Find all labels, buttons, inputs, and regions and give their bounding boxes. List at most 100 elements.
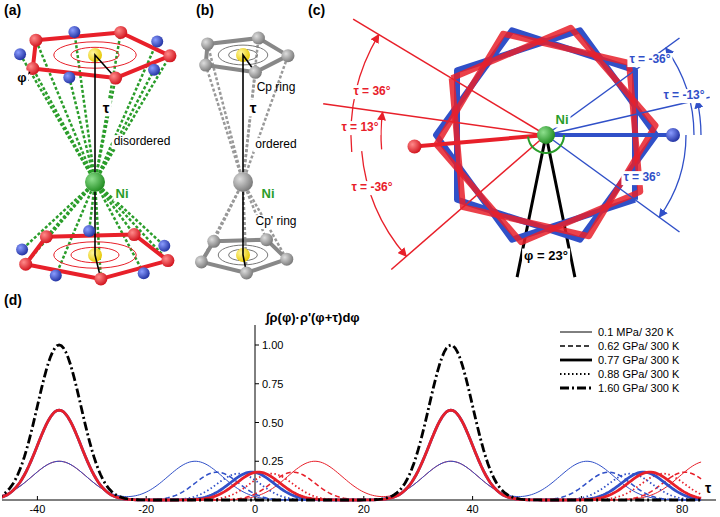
overlap-curve: [2, 461, 701, 500]
carbon-atom: [240, 266, 253, 279]
metal-ring-bond: [95, 56, 170, 182]
reference-atom: [408, 140, 422, 154]
metal-ring-bond: [69, 78, 95, 182]
phi-wedge: [517, 135, 575, 277]
torsion-ray: [415, 135, 546, 147]
metal-ring-bond: [95, 70, 154, 182]
carbon-atom: [207, 235, 220, 248]
torsion-ray: [323, 104, 546, 135]
atom-label: Ni: [260, 187, 277, 202]
tick-label: 40: [466, 503, 478, 516]
legend-line-sample: [560, 359, 592, 362]
carbon-atom-alt: [138, 267, 150, 279]
metal-ring-bond: [243, 72, 255, 182]
panel-letter: (d): [4, 292, 22, 308]
carbon-atom: [260, 233, 273, 246]
tick-label: 0: [252, 503, 258, 516]
torsion-ray: [546, 135, 679, 232]
torsion-frame: [243, 55, 255, 273]
cp-ring-outline: [33, 32, 170, 78]
torsion-value: τ = -13°: [661, 89, 706, 103]
panel-letter: (a): [4, 2, 21, 18]
carbon-atom-alt: [14, 48, 26, 60]
nickel-atom: [537, 126, 555, 144]
metal-ring-bond: [22, 182, 95, 249]
x-tick: [472, 496, 473, 500]
cp-ring-outline: [206, 38, 288, 72]
angle-symbol: φ: [15, 71, 28, 86]
part-name: Cp' ring: [254, 215, 299, 229]
angle-symbol: τ: [248, 99, 259, 116]
carbon-atom: [94, 272, 107, 285]
reference-atom: [666, 128, 680, 142]
carbon-atom: [161, 254, 174, 267]
carbon-atom: [163, 49, 176, 62]
metal-ring-bond: [95, 182, 144, 273]
carbon-atom-alt: [151, 36, 163, 48]
tick-label: 0.50: [262, 416, 283, 429]
carbon-atom: [40, 230, 53, 243]
panel-letter: (b): [196, 2, 214, 18]
carbon-atom: [29, 34, 42, 47]
torsion-ray: [546, 133, 673, 137]
metal-ring-bond: [56, 182, 95, 275]
carbon-atom: [199, 59, 212, 72]
tick-label: 80: [676, 503, 688, 516]
y-tick: [255, 383, 259, 384]
legend-entry: 0.77 GPa/ 300 K: [598, 354, 679, 367]
legend-line-sample: [560, 387, 592, 390]
x-tick: [37, 496, 38, 500]
carbon-atom: [252, 32, 265, 45]
carbon-atom-alt: [63, 72, 75, 84]
tick-label: 60: [575, 503, 587, 516]
torsion-value: τ = -36°: [349, 181, 394, 195]
axis-title: τ: [705, 480, 711, 496]
carbon-atom: [281, 49, 294, 62]
tick-label: 0.75: [262, 377, 283, 390]
torsion-arc: [381, 112, 383, 149]
metal-ring-bond: [33, 68, 95, 182]
part-name: Cp ring: [257, 81, 296, 95]
carbon-atom-alt: [148, 64, 160, 76]
carbon-atom: [19, 258, 32, 271]
nickel-atom: [233, 172, 253, 192]
y-tick: [255, 345, 259, 346]
legend-line-sample: [560, 373, 592, 375]
legend-entry: 1.60 GPa/ 300 K: [598, 382, 679, 395]
overlap-curve: [2, 461, 701, 500]
tick-label: 1.00: [262, 339, 283, 352]
carbon-atom: [195, 255, 208, 268]
metal-ring-bond: [95, 42, 157, 182]
torsion-value: τ = -36°: [627, 53, 672, 67]
carbon-atom-alt: [50, 269, 62, 281]
nickel-atom: [85, 172, 105, 192]
torsion-arc: [362, 151, 407, 256]
axis-title: ∫ρ(φ)·ρ'(φ+τ)dφ: [266, 311, 360, 326]
carbon-atom-alt: [158, 240, 170, 252]
carbon-atom-alt: [68, 26, 80, 38]
atom-label: Ni: [554, 113, 571, 128]
carbon-atom: [249, 66, 262, 79]
tick-label: 20: [358, 503, 370, 516]
panel-letter: (c): [308, 2, 325, 18]
atom-label: Ni: [114, 187, 131, 202]
overlap-curve: [2, 345, 701, 500]
metal-ring-bond: [95, 78, 116, 182]
angle-symbol: τ: [101, 99, 112, 116]
torsion-frame: [95, 55, 116, 279]
y-tick: [255, 422, 259, 423]
carbon-atom: [128, 228, 141, 241]
legend-entry: 0.62 GPa/ 300 K: [598, 340, 679, 353]
red-ring-projection: [452, 28, 656, 236]
state-note: ordered: [253, 138, 298, 152]
state-note: disordered: [112, 135, 173, 149]
torsion-arc: [697, 100, 701, 135]
carbon-atom: [201, 37, 214, 50]
carbon-atom-alt: [16, 243, 28, 255]
torsion-value: τ = 13°: [339, 121, 380, 135]
metal-ring-bond: [243, 56, 288, 182]
carbon-atom: [114, 26, 127, 39]
carbon-atom: [109, 72, 122, 85]
